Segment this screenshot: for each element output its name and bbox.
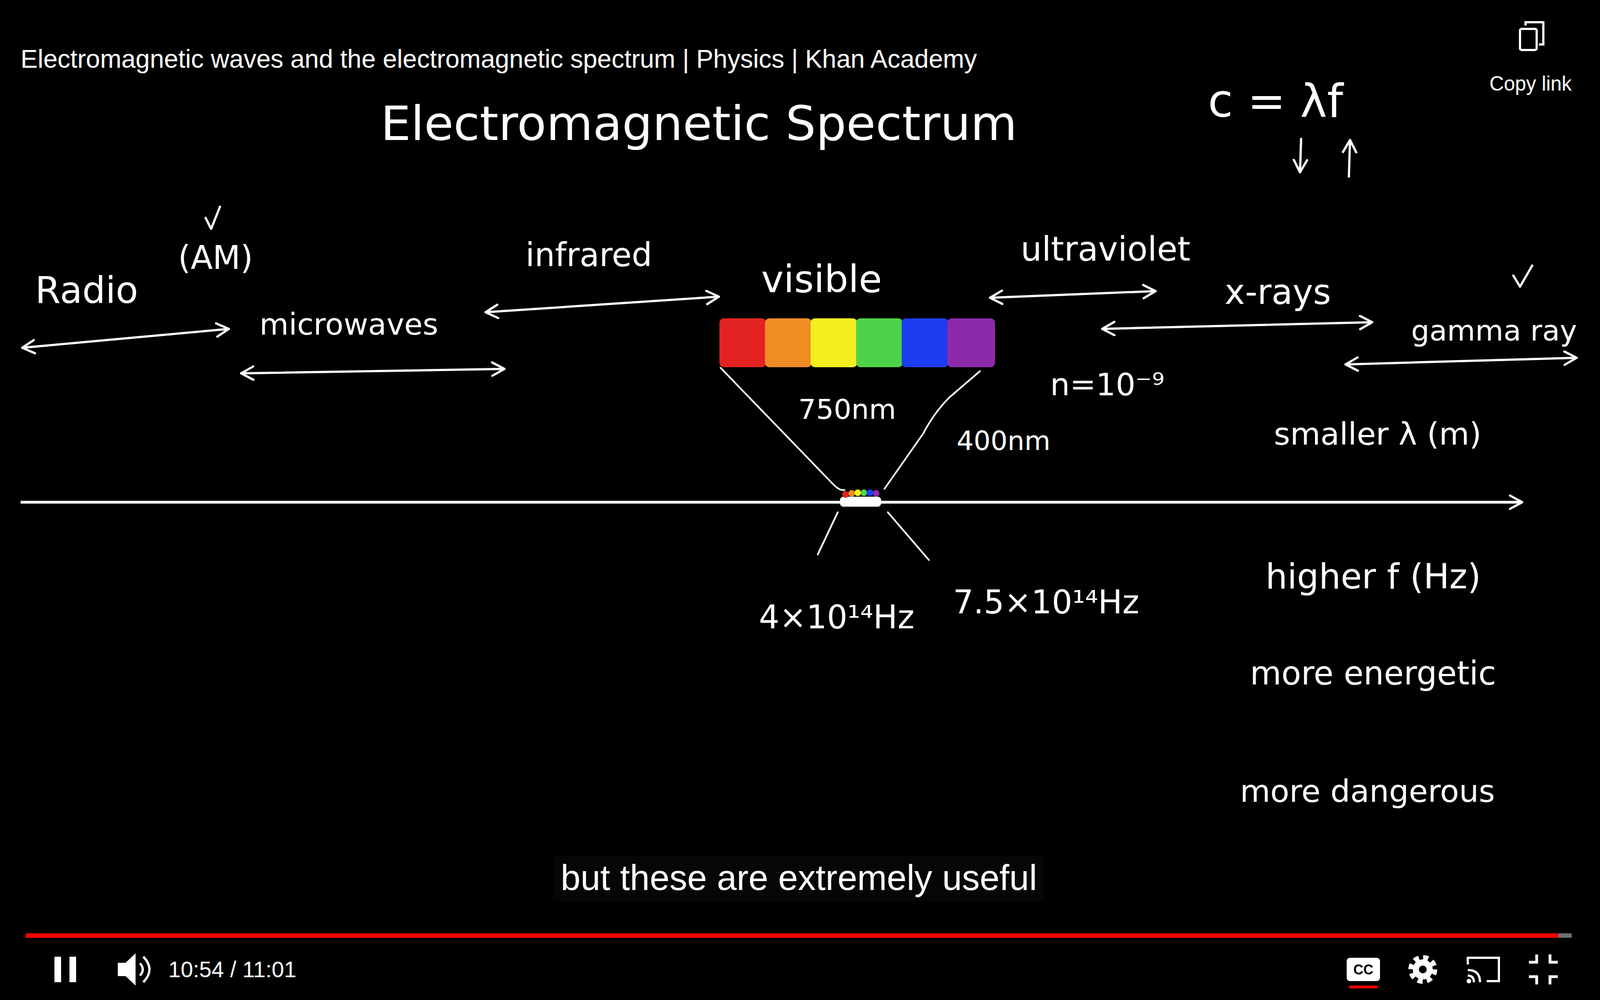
- gear-teeth: [1411, 957, 1435, 982]
- exit-fullscreen-icon: [1528, 954, 1558, 985]
- copy-icon-front: [1520, 28, 1537, 50]
- subtitle-caption: but these are extremely useful: [552, 855, 1045, 902]
- red-swatch: [719, 318, 767, 368]
- cc-box: [1346, 957, 1380, 982]
- ultraviolet-range-arrow: [990, 291, 1156, 298]
- pause-bar: [69, 956, 77, 983]
- wavelength-value: 400nm: [956, 425, 1051, 457]
- corner: [1550, 976, 1558, 985]
- speaker-wave: [143, 956, 150, 983]
- band-name: x-rays: [1224, 272, 1332, 312]
- orange-swatch: [765, 318, 812, 368]
- radio-range-arrow: [22, 328, 229, 348]
- volume-icon: [117, 953, 150, 986]
- band-subtype: (AM): [178, 239, 254, 277]
- axis-band-base: [840, 496, 882, 507]
- band-name: gamma ray: [1411, 314, 1578, 348]
- green-swatch: [856, 318, 903, 368]
- axis-blue-dot: [866, 489, 874, 497]
- axis-violet-dot: [872, 490, 880, 497]
- band-name: ultraviolet: [1020, 230, 1191, 269]
- corner: [1528, 954, 1537, 963]
- axis-visible-band: [840, 489, 882, 507]
- pause-bar: [54, 956, 62, 983]
- pause-icon: [54, 956, 77, 983]
- corner: [1550, 954, 1558, 963]
- spectrum-axis: [20, 501, 1523, 504]
- yellow-swatch: [810, 318, 858, 368]
- trend-note: more energetic: [1250, 655, 1497, 693]
- blue-swatch: [901, 318, 949, 368]
- zoom-lines: [720, 367, 980, 490]
- axis-red-dot: [842, 491, 849, 498]
- trend-note: smaller λ (m): [1273, 416, 1482, 452]
- captions-button: [1346, 957, 1380, 989]
- frequency-value: 7.5×10¹⁴Hz: [952, 583, 1139, 622]
- cast-dot: [1467, 980, 1470, 983]
- leader-line: [817, 512, 838, 555]
- infrared-range-arrow: [485, 296, 719, 313]
- corner: [1528, 976, 1537, 985]
- unit-note: n=10⁻⁹: [1050, 366, 1165, 403]
- leader-line: [887, 512, 929, 560]
- copy-link-icon: [1520, 22, 1544, 50]
- gear-body: [1412, 959, 1433, 980]
- xray-range-arrow: [1102, 322, 1373, 329]
- band-name: microwaves: [259, 307, 439, 342]
- axis-orange-dot: [848, 490, 855, 497]
- check-mark: [205, 206, 220, 229]
- trend-note: more dangerous: [1240, 773, 1495, 809]
- trend-arrows: [1300, 138, 1350, 177]
- zoom-line-left: [720, 367, 845, 490]
- speaker-body: [117, 953, 136, 986]
- band-range-arrows: [22, 291, 1577, 374]
- band-name: visible: [761, 257, 882, 302]
- copy-link-label: Copy link: [1489, 72, 1572, 95]
- progress-track: [25, 933, 1572, 938]
- gamma-range-arrow: [1345, 357, 1577, 365]
- speaker-wave: [140, 963, 143, 976]
- frequency-leaders: [817, 512, 929, 560]
- check-mark: [1513, 265, 1533, 287]
- cast-wave: [1467, 975, 1474, 983]
- band-name: infrared: [525, 236, 653, 274]
- axis-yellow-dot: [854, 489, 862, 497]
- cc-label: CC: [1353, 961, 1374, 978]
- cast-wave: [1467, 970, 1480, 983]
- violet-swatch: [947, 318, 995, 368]
- copy-icon-back: [1525, 22, 1544, 45]
- video-time: 10:54 / 11:01: [168, 956, 297, 983]
- frequency-value: 4×10¹⁴Hz: [758, 598, 915, 637]
- chalk-title: Electromagnetic Spectrum: [380, 96, 1018, 152]
- wavelength-value: 750nm: [798, 393, 897, 427]
- settings-gear: [1411, 957, 1435, 982]
- microwave-range-arrow: [241, 368, 505, 374]
- video-title: Electromagnetic waves and the electromag…: [20, 44, 978, 74]
- down-arrow: [1300, 138, 1302, 173]
- up-arrow: [1348, 140, 1350, 177]
- progress-played: [25, 933, 1559, 938]
- gear-hole: [1418, 965, 1427, 974]
- visible-colour-band: [719, 318, 995, 368]
- cast-icon: [1467, 957, 1499, 983]
- trend-note: higher f (Hz): [1265, 556, 1482, 597]
- axis-green-dot: [860, 489, 868, 497]
- wave-equation: c = λf: [1207, 75, 1343, 128]
- band-name: Radio: [35, 269, 138, 312]
- cc-active-underline: [1348, 985, 1378, 989]
